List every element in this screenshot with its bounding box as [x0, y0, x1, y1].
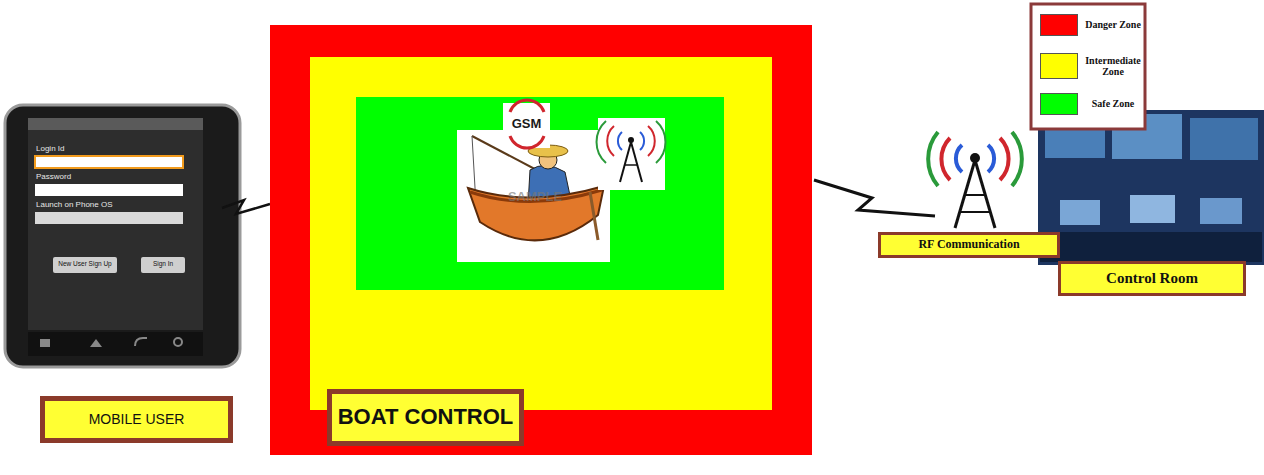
field-caption: Password	[36, 173, 71, 182]
signup-button	[53, 257, 117, 273]
legend-text: Danger Zone	[1082, 8, 1144, 42]
box-label: RF Communication	[918, 238, 1019, 251]
mobile-user-box: MOBILE USER	[40, 396, 233, 443]
login-field	[35, 156, 183, 168]
password-field	[35, 184, 183, 196]
signal-arc	[597, 121, 666, 163]
control-room-photo	[1038, 110, 1264, 265]
boat-control-box: BOAT CONTROL	[327, 389, 524, 446]
nav-bar	[28, 332, 203, 356]
os-dropdown	[35, 212, 183, 224]
desk-monitor	[1060, 200, 1100, 225]
box-label: Control Room	[1106, 270, 1198, 287]
legend-swatch	[1040, 53, 1078, 79]
control-room-box: Control Room	[1058, 261, 1246, 296]
antenna-picture	[598, 118, 665, 190]
legend-text: Safe Zone	[1082, 87, 1144, 121]
phone-screen	[28, 118, 203, 330]
rf-label-box: RF Communication	[878, 232, 1060, 258]
antenna-top	[628, 137, 634, 143]
signal-arc	[618, 132, 644, 150]
field-caption: Launch on Phone OS	[36, 201, 113, 210]
antenna-mast	[620, 142, 631, 182]
signal-arc	[941, 138, 1008, 180]
box-label: BOAT CONTROL	[338, 405, 514, 429]
boat-picture	[457, 130, 610, 262]
watermark: SAMPLE	[480, 190, 590, 204]
button-label: Sign In	[141, 260, 185, 267]
field-caption: Login Id	[36, 145, 64, 154]
tower-bar	[965, 194, 985, 196]
legend-swatch	[1040, 93, 1078, 115]
tower-bar	[960, 211, 990, 213]
oar	[590, 192, 598, 240]
wireless-link	[222, 200, 270, 214]
legend-swatch	[1040, 14, 1078, 36]
intermediate-zone	[310, 57, 772, 410]
phone-body	[5, 105, 240, 367]
boat-hull	[468, 186, 604, 240]
signal-arc	[928, 132, 1022, 186]
tower-top	[970, 153, 980, 163]
safe-zone	[356, 97, 724, 290]
legend-text: Intermediate Zone	[1082, 47, 1144, 85]
signal-arc	[607, 126, 655, 156]
desk-monitor	[1130, 195, 1175, 223]
nav-icon	[174, 338, 182, 346]
antenna-bar	[624, 164, 638, 166]
nav-icon	[90, 339, 102, 347]
wall-screen	[1190, 118, 1258, 160]
box-label: MOBILE USER	[89, 412, 185, 427]
wireless-link	[814, 180, 935, 216]
button-label: New User Sign Up	[53, 260, 117, 267]
signin-button	[141, 257, 185, 273]
antenna-mast	[631, 142, 642, 182]
nav-icon	[40, 339, 50, 347]
gsm-logo-text: GSM	[503, 117, 550, 131]
gsm-logo-arc	[510, 100, 544, 112]
danger-zone	[270, 25, 812, 455]
signal-arc	[956, 145, 994, 172]
nav-icon	[135, 338, 147, 346]
status-bar	[28, 118, 203, 130]
gsm-logo-arc	[510, 136, 544, 148]
legend-frame	[1031, 4, 1145, 129]
desk-monitor	[1200, 198, 1242, 224]
console-desk	[1040, 232, 1262, 262]
